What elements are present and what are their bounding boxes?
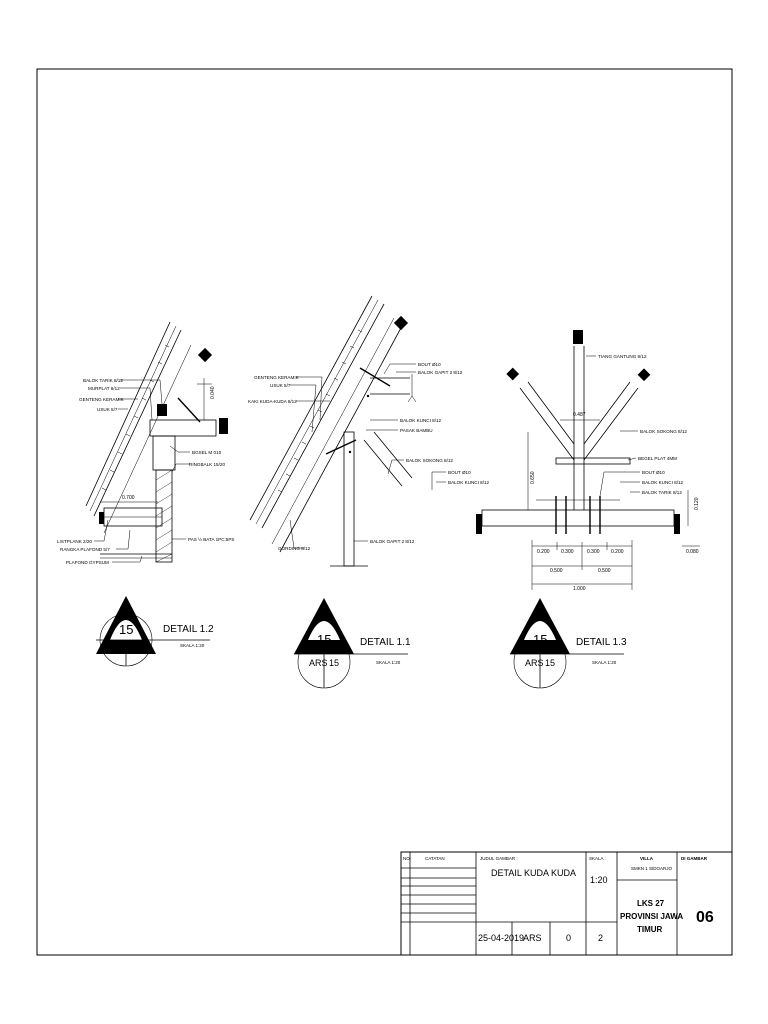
tb-judul-header: JUDUL GAMBAR : [480, 856, 518, 861]
d12-label-usuk: USUK 5/7 [97, 407, 118, 412]
tb-code: ARS [523, 933, 542, 943]
d11-marker-ref: ARS [309, 658, 328, 668]
d13-dim-seg2: 0.300 [561, 549, 574, 555]
d13-dim-left: 0.650 [530, 471, 536, 484]
d13-label-sokong: BALOK SOKONG 8/12 [640, 429, 687, 434]
detail-1-2-drawing: 0.040 0.700 BALOK TARIK 8/12 MURPLAT 8/1… [57, 321, 234, 565]
d11-scale: SKALA 1:20 [376, 660, 401, 665]
d13-label-tarik: BALOK TARIK 8/12 [642, 490, 682, 495]
tb-org-line2: PROVINSI JAWA [620, 912, 683, 921]
d13-title: DETAIL 1.3 [576, 637, 627, 648]
tb-skala: 1:20 [590, 875, 608, 885]
d13-marker-number: 15 [533, 632, 547, 647]
d12-label-balok-tarik: BALOK TARIK 8/12 [83, 378, 123, 383]
tb-page: 2 [598, 933, 603, 943]
d13-marker-ref: ARS [525, 658, 544, 668]
d13-dim-seg3: 0.300 [587, 549, 600, 555]
d13-dim-half2: 0.500 [598, 568, 611, 574]
detail-marker-1-1: 15 ARS 15 DETAIL 1.1 SKALA 1:20 [294, 598, 411, 689]
d12-label-rangka: RANGKA PLAFOND 5/7 [60, 547, 110, 552]
d11-label-genteng: GENTENG KERAMIK [254, 375, 300, 380]
d13-label-begel: BEGEL PLAT 4MM [638, 456, 677, 461]
d12-label-plafond: PLAFOND GYPSUM [66, 560, 109, 565]
d11-title: DETAIL 1.1 [360, 637, 411, 648]
d13-scale: SKALA 1:20 [592, 660, 617, 665]
d13-dim-right: 0.120 [694, 497, 700, 510]
d13-label-tiang: TIANG GANTUNG 8/12 [598, 354, 647, 359]
d13-dim-end: 0.080 [686, 549, 699, 555]
d12-label-genteng: GENTENG KERAMIK [79, 397, 125, 402]
d11-label-kunci2: BALOK KUNCI 8/12 [448, 480, 490, 485]
d13-label-kunci: BALOK KUNCI 8/12 [642, 480, 684, 485]
d11-label-gapit-top: BALOK GAPIT 2 8/12 [418, 370, 463, 375]
d12-marker-ref: ARS [104, 644, 123, 654]
tb-org-line3: TIMUR [637, 925, 663, 934]
tb-judul: DETAIL KUDA KUDA [491, 868, 576, 878]
d12-label-ringbalk: RINGBALK 15/20 [189, 462, 225, 467]
sheet-border [36, 68, 733, 956]
tb-no-header: NO. [403, 856, 411, 861]
d12-scale: SKALA 1:20 [180, 643, 205, 648]
tb-villa: VILLA [640, 856, 654, 861]
d11-marker-number: 15 [317, 632, 331, 647]
tb-rev: 0 [566, 933, 571, 943]
d13-dim-seg1: 0.200 [537, 549, 550, 555]
d12-label-listplank: LISTPLANK 2/20 [57, 539, 92, 544]
tb-skala-header: SKALA : [589, 856, 606, 861]
d12-label-murplat: MURPLAT 8/12 [88, 386, 120, 391]
tb-date: 25-04-2019 [478, 933, 524, 943]
tb-di-gambar: DI GAMBAR [681, 856, 708, 861]
d13-dim-top: 0.487 [573, 412, 586, 418]
d12-title: DETAIL 1.2 [163, 624, 214, 635]
detail-1-3-drawing: 0.487 0.650 0.120 0.200 0.300 0.300 0.20… [476, 330, 700, 592]
d13-label-bout: BOUT Ø10 [642, 470, 665, 475]
d13-dim-seg4: 0.200 [611, 549, 624, 555]
tb-lokasi: SMKN 1 SIDOARJO [631, 866, 673, 871]
detail-1-1-drawing: GENTENG KERAMIK USUK 5/7 KAKI KUDA-KUDA … [248, 295, 490, 567]
d11-label-sokong: BALOK SOKONG 8/12 [406, 458, 453, 463]
d12-dim-a: 0.040 [210, 386, 216, 399]
d13-marker-sheet: 15 [545, 658, 555, 668]
d11-label-bout: BOUT Ø10 [418, 362, 441, 367]
detail-marker-1-3: 15 ARS 15 DETAIL 1.3 SKALA 1:20 [510, 598, 627, 689]
d13-dim-total: 1.000 [573, 586, 586, 592]
tb-sheet-no: 06 [696, 909, 714, 926]
d12-marker-sheet: 15 [131, 644, 141, 654]
d12-label-bt: BGSEL M 010 [192, 450, 222, 455]
d11-marker-sheet: 15 [329, 658, 339, 668]
d11-label-pasak: PASAK BAMBU [400, 428, 433, 433]
title-block: NO. CATATAN JUDUL GAMBAR : DETAIL KUDA K… [400, 851, 733, 956]
d13-dim-half1: 0.500 [550, 568, 563, 574]
d12-label-pas-bata: PAS ½ BATA 1PC:5PS [188, 536, 234, 542]
detail-marker-1-2: 15 ARS 15 DETAIL 1.2 SKALA 1:20 [96, 596, 214, 667]
tb-catatan-header: CATATAN [425, 856, 445, 861]
d11-label-kunci: BALOK KUNCI 8/12 [400, 418, 442, 423]
d11-label-gording: GORDING 8/12 [278, 546, 311, 551]
d11-label-usuk: USUK 5/7 [270, 383, 291, 388]
d11-label-kaki: KAKI KUDA-KUDA 8/12 [248, 399, 297, 404]
d12-dim-b: 0.700 [122, 495, 135, 501]
tb-org-line1: LKS 27 [637, 899, 665, 908]
d12-marker-number: 15 [119, 622, 133, 637]
d11-label-bout2: BOUT Ø10 [448, 470, 471, 475]
d11-label-gapit-bot: BALOK GAPIT 2 8/12 [370, 539, 415, 544]
